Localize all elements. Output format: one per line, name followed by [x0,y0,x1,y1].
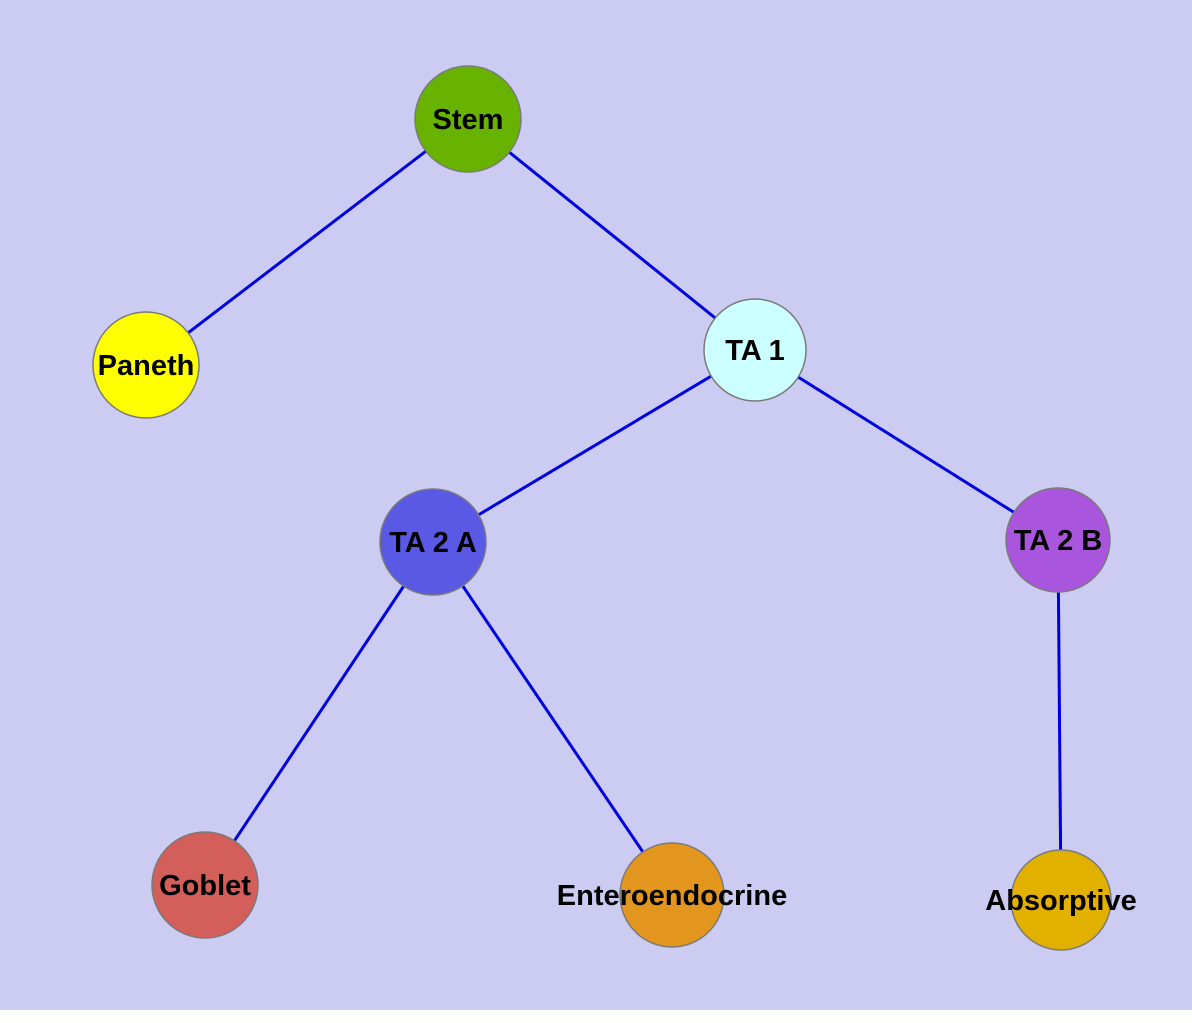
node-label-paneth: Paneth [98,350,195,382]
node-absorptive[interactable]: Absorptive [985,849,1137,951]
node-circle-ta2b[interactable] [1005,487,1111,593]
edge-ta2b-absorptive [1056,539,1063,901]
node-circle-ta2a[interactable] [379,488,487,596]
edge-ta2a-goblet [203,541,435,886]
edge-stem-paneth [145,117,469,367]
node-label-ta2b: TA 2 B [1014,525,1103,557]
node-paneth[interactable]: Paneth [92,311,200,419]
node-circle-enteroendocrine[interactable] [619,842,725,948]
edge-ta2a-enteroendocrine [431,541,674,896]
node-circle-ta1[interactable] [703,298,807,402]
edge-ta1-ta2b [754,348,1059,542]
node-label-stem: Stem [433,104,504,136]
node-enteroendocrine[interactable]: Enteroendocrine [557,842,787,948]
node-ta1[interactable]: TA 1 [703,298,807,402]
edges-layer [145,117,1063,901]
node-label-enteroendocrine: Enteroendocrine [557,880,787,912]
edge-ta1-ta2a [432,348,756,544]
node-circle-goblet[interactable] [151,831,259,939]
node-circle-stem[interactable] [414,65,522,173]
node-ta2a[interactable]: TA 2 A [379,488,487,596]
node-circle-absorptive[interactable] [1010,849,1112,951]
node-label-goblet: Goblet [159,870,251,902]
node-ta2b[interactable]: TA 2 B [1005,487,1111,593]
node-label-ta1: TA 1 [725,335,785,367]
edge-stem-ta1 [467,117,756,352]
node-goblet[interactable]: Goblet [151,831,259,939]
node-label-absorptive: Absorptive [985,885,1136,917]
node-stem[interactable]: Stem [414,65,522,173]
node-label-ta2a: TA 2 A [389,527,477,559]
node-circle-paneth[interactable] [92,311,200,419]
